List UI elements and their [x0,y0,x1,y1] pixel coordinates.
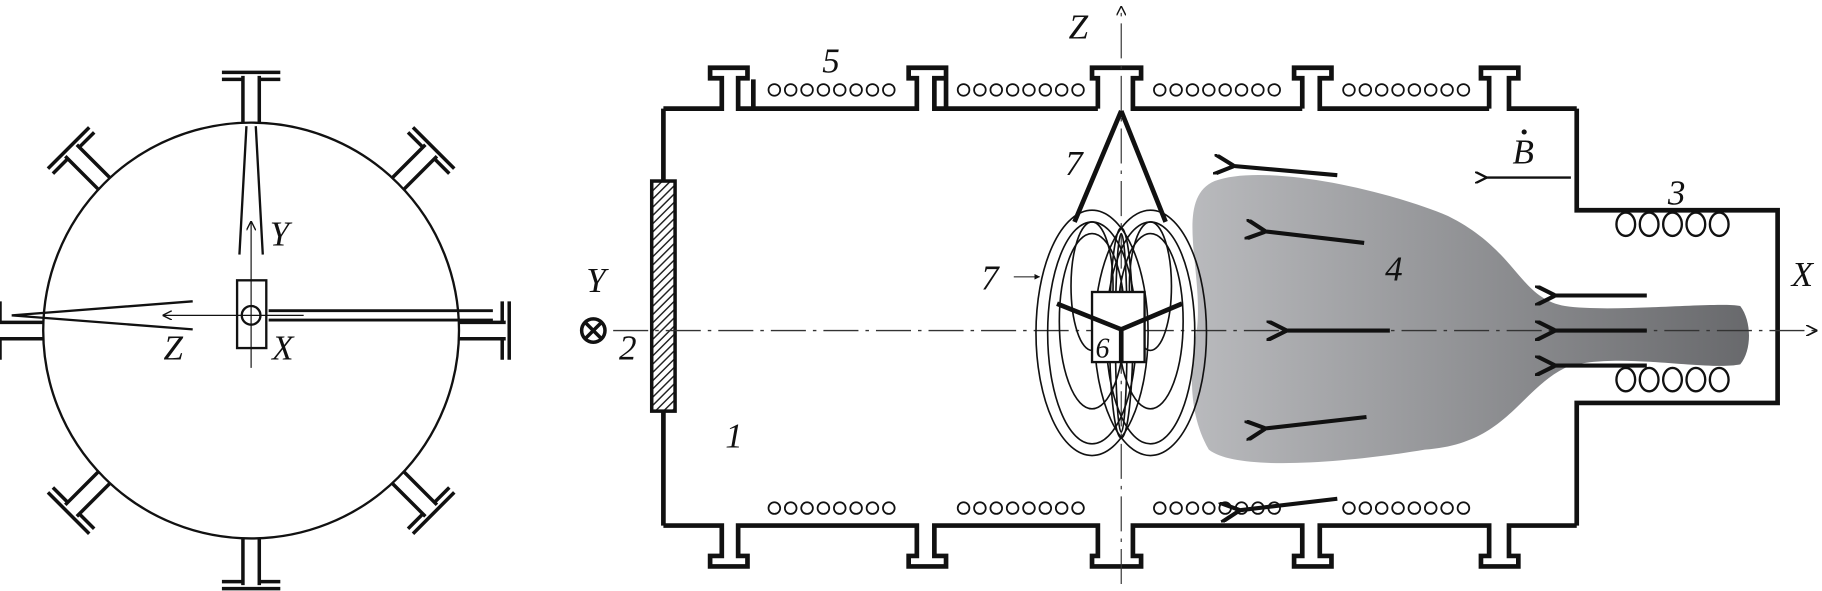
label-2: 2 [619,329,637,368]
top-wall [663,65,1577,111]
chamber-circle [42,121,461,540]
y-label: Y [586,261,609,300]
chamber-coils [767,83,1471,515]
label-7-lead: 7 [981,259,1000,298]
probe-leads [1056,301,1183,363]
b-dot [1521,129,1527,135]
plasma-plume [1191,175,1750,464]
plasma-flow-arrows [1232,166,1647,511]
target [649,179,677,413]
rod [268,309,493,322]
label-7-holder: 7 [1065,144,1084,183]
label-6: 6 [1096,333,1110,364]
label-5: 5 [822,41,840,80]
label-3: 3 [1667,173,1686,212]
chamber-wall [661,108,1780,526]
x-label: X [1790,255,1815,294]
left-x-label: X [270,329,295,368]
source-coils [1615,211,1730,393]
left-cross-section [0,70,511,591]
chamber [661,65,1780,569]
probe-holder [1072,110,1168,223]
left-y-label: Y [270,214,293,253]
bottom-wall [663,523,1577,569]
ports [0,70,511,591]
label-1: 1 [725,416,743,455]
b-label: B [1512,133,1533,172]
y-axis-into-page-icon [579,317,607,344]
left-probe [11,300,193,331]
left-z-label: Z [164,329,184,368]
z-label: Z [1069,8,1089,47]
label-4: 4 [1385,249,1403,288]
top-probe [238,126,264,255]
